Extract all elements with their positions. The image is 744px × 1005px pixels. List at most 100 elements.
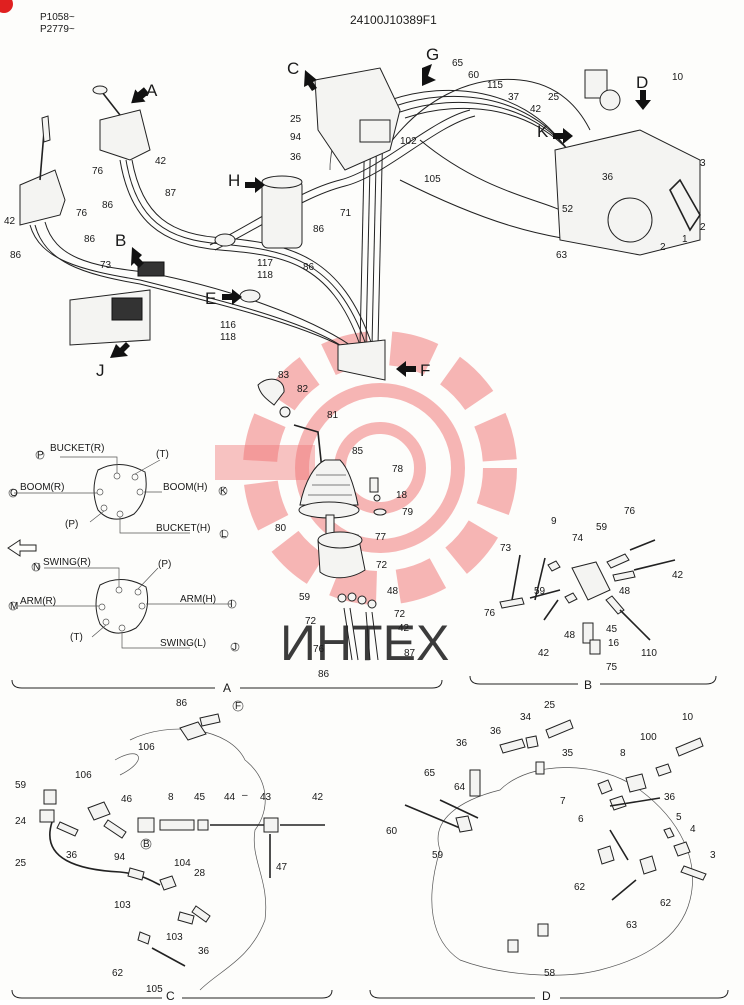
fitting-35 xyxy=(535,761,545,775)
tee-46 xyxy=(137,817,155,833)
port-label: BOOM(H) xyxy=(163,482,207,493)
part-label: 45 xyxy=(194,792,206,803)
tee-43 xyxy=(263,817,279,833)
label: K xyxy=(220,486,227,497)
port-block-j xyxy=(111,297,143,321)
part-label: 48 xyxy=(619,586,631,597)
part-label: 72 xyxy=(376,560,388,571)
part-label: 78 xyxy=(392,464,404,475)
fitting-100 xyxy=(655,763,672,777)
arrow-a: A xyxy=(131,81,158,104)
part-label: 42 xyxy=(672,570,684,581)
part-label: 10 xyxy=(672,72,684,83)
label: B xyxy=(115,231,126,250)
accumulator xyxy=(599,89,621,111)
part-label: 36 xyxy=(490,726,502,737)
left-lever-grip xyxy=(41,115,51,143)
fitting-25-d xyxy=(545,719,574,739)
section-bracket-b xyxy=(469,675,717,685)
label: M xyxy=(10,601,18,612)
corner-badge xyxy=(0,0,13,13)
part-label: 42 xyxy=(538,648,550,659)
part-label: 85 xyxy=(352,446,364,457)
nut-82 xyxy=(279,406,291,418)
part-label: 52 xyxy=(562,204,574,215)
part-label: 58 xyxy=(544,968,556,979)
label: F xyxy=(420,361,430,380)
label: K xyxy=(537,122,549,141)
part-label: 100 xyxy=(640,732,657,743)
part-label: 9 xyxy=(551,516,557,527)
part-label: 106 xyxy=(138,742,155,753)
serial-range-1: P1058~ xyxy=(40,12,75,23)
label: G xyxy=(426,45,439,64)
arrow-f: F xyxy=(396,361,430,380)
detail-c: B F 86 106 59 106 46 8 45 44 43 42 24 36… xyxy=(15,698,325,995)
serial-range-2: P2779~ xyxy=(40,24,75,35)
main-control-valve xyxy=(314,67,401,171)
bolt-78 xyxy=(369,477,379,493)
part-label: 86 xyxy=(313,224,325,235)
fitting-64 xyxy=(469,769,481,797)
port-diagram-swing-arm: N M I J SWING(R) (P) ARM(R) ARM(H) (T) S… xyxy=(8,557,240,653)
label: J xyxy=(96,361,105,380)
fitting-62-d2 xyxy=(639,855,657,875)
lever-grip-83 xyxy=(257,378,285,406)
part-label: 76 xyxy=(92,166,104,177)
part-label: 63 xyxy=(626,920,638,931)
fitting-58 xyxy=(507,939,519,953)
part-label: 62 xyxy=(574,882,586,893)
port-label: (T) xyxy=(156,449,169,460)
tie-rod xyxy=(669,178,701,232)
part-label: 60 xyxy=(468,70,480,81)
part-label: 63 xyxy=(556,250,568,261)
fitting-48 xyxy=(357,595,367,605)
fitting-34 xyxy=(525,735,539,749)
part-label: 87 xyxy=(165,188,177,199)
washer-18 xyxy=(373,494,381,502)
part-label: 116 xyxy=(220,320,236,331)
part-label: 74 xyxy=(572,533,584,544)
part-label: 28 xyxy=(194,868,206,879)
part-label: 59 xyxy=(534,586,546,597)
part-label: 86 xyxy=(102,200,114,211)
fitting-7 xyxy=(597,779,613,795)
arrow-d: D xyxy=(635,73,651,110)
part-label: 43 xyxy=(260,792,272,803)
part-label: 94 xyxy=(290,132,302,143)
arrow-c: C xyxy=(287,59,317,91)
part-label: 47 xyxy=(276,862,288,873)
label: N xyxy=(33,562,40,573)
section-bracket-c xyxy=(11,989,333,999)
section-bracket-d xyxy=(369,989,729,999)
nut-79 xyxy=(373,508,387,516)
fitting-36-d xyxy=(499,738,526,754)
part-label: 86 xyxy=(303,262,315,273)
port-label: BOOM(R) xyxy=(20,482,64,493)
part-label: 72 xyxy=(394,609,406,620)
label: F xyxy=(235,701,241,712)
part-label: 42 xyxy=(398,623,410,634)
part-label: 76 xyxy=(484,608,496,619)
check-valve-8 xyxy=(159,819,195,831)
part-label: 65 xyxy=(452,58,464,69)
part-label: 94 xyxy=(114,852,126,863)
detail-b: 9 74 59 76 73 42 59 48 76 48 45 42 16 11… xyxy=(484,506,684,673)
part-label: 75 xyxy=(606,662,618,673)
fitting-10 xyxy=(675,737,704,757)
part-label: 118 xyxy=(220,332,236,343)
part-label: 7 xyxy=(560,796,566,807)
part-label: 46 xyxy=(121,794,133,805)
part-label: 42 xyxy=(4,216,16,227)
part-label: 81 xyxy=(327,410,339,421)
pump-assembly xyxy=(554,129,701,256)
part-label: 59 xyxy=(432,850,444,861)
port-label: SWING(R) xyxy=(43,557,91,568)
port-label: (P) xyxy=(158,559,171,570)
label: J xyxy=(232,642,237,653)
part-label: 45 xyxy=(606,624,618,635)
connector-block-f xyxy=(337,339,386,381)
part-label: 60 xyxy=(386,826,398,837)
